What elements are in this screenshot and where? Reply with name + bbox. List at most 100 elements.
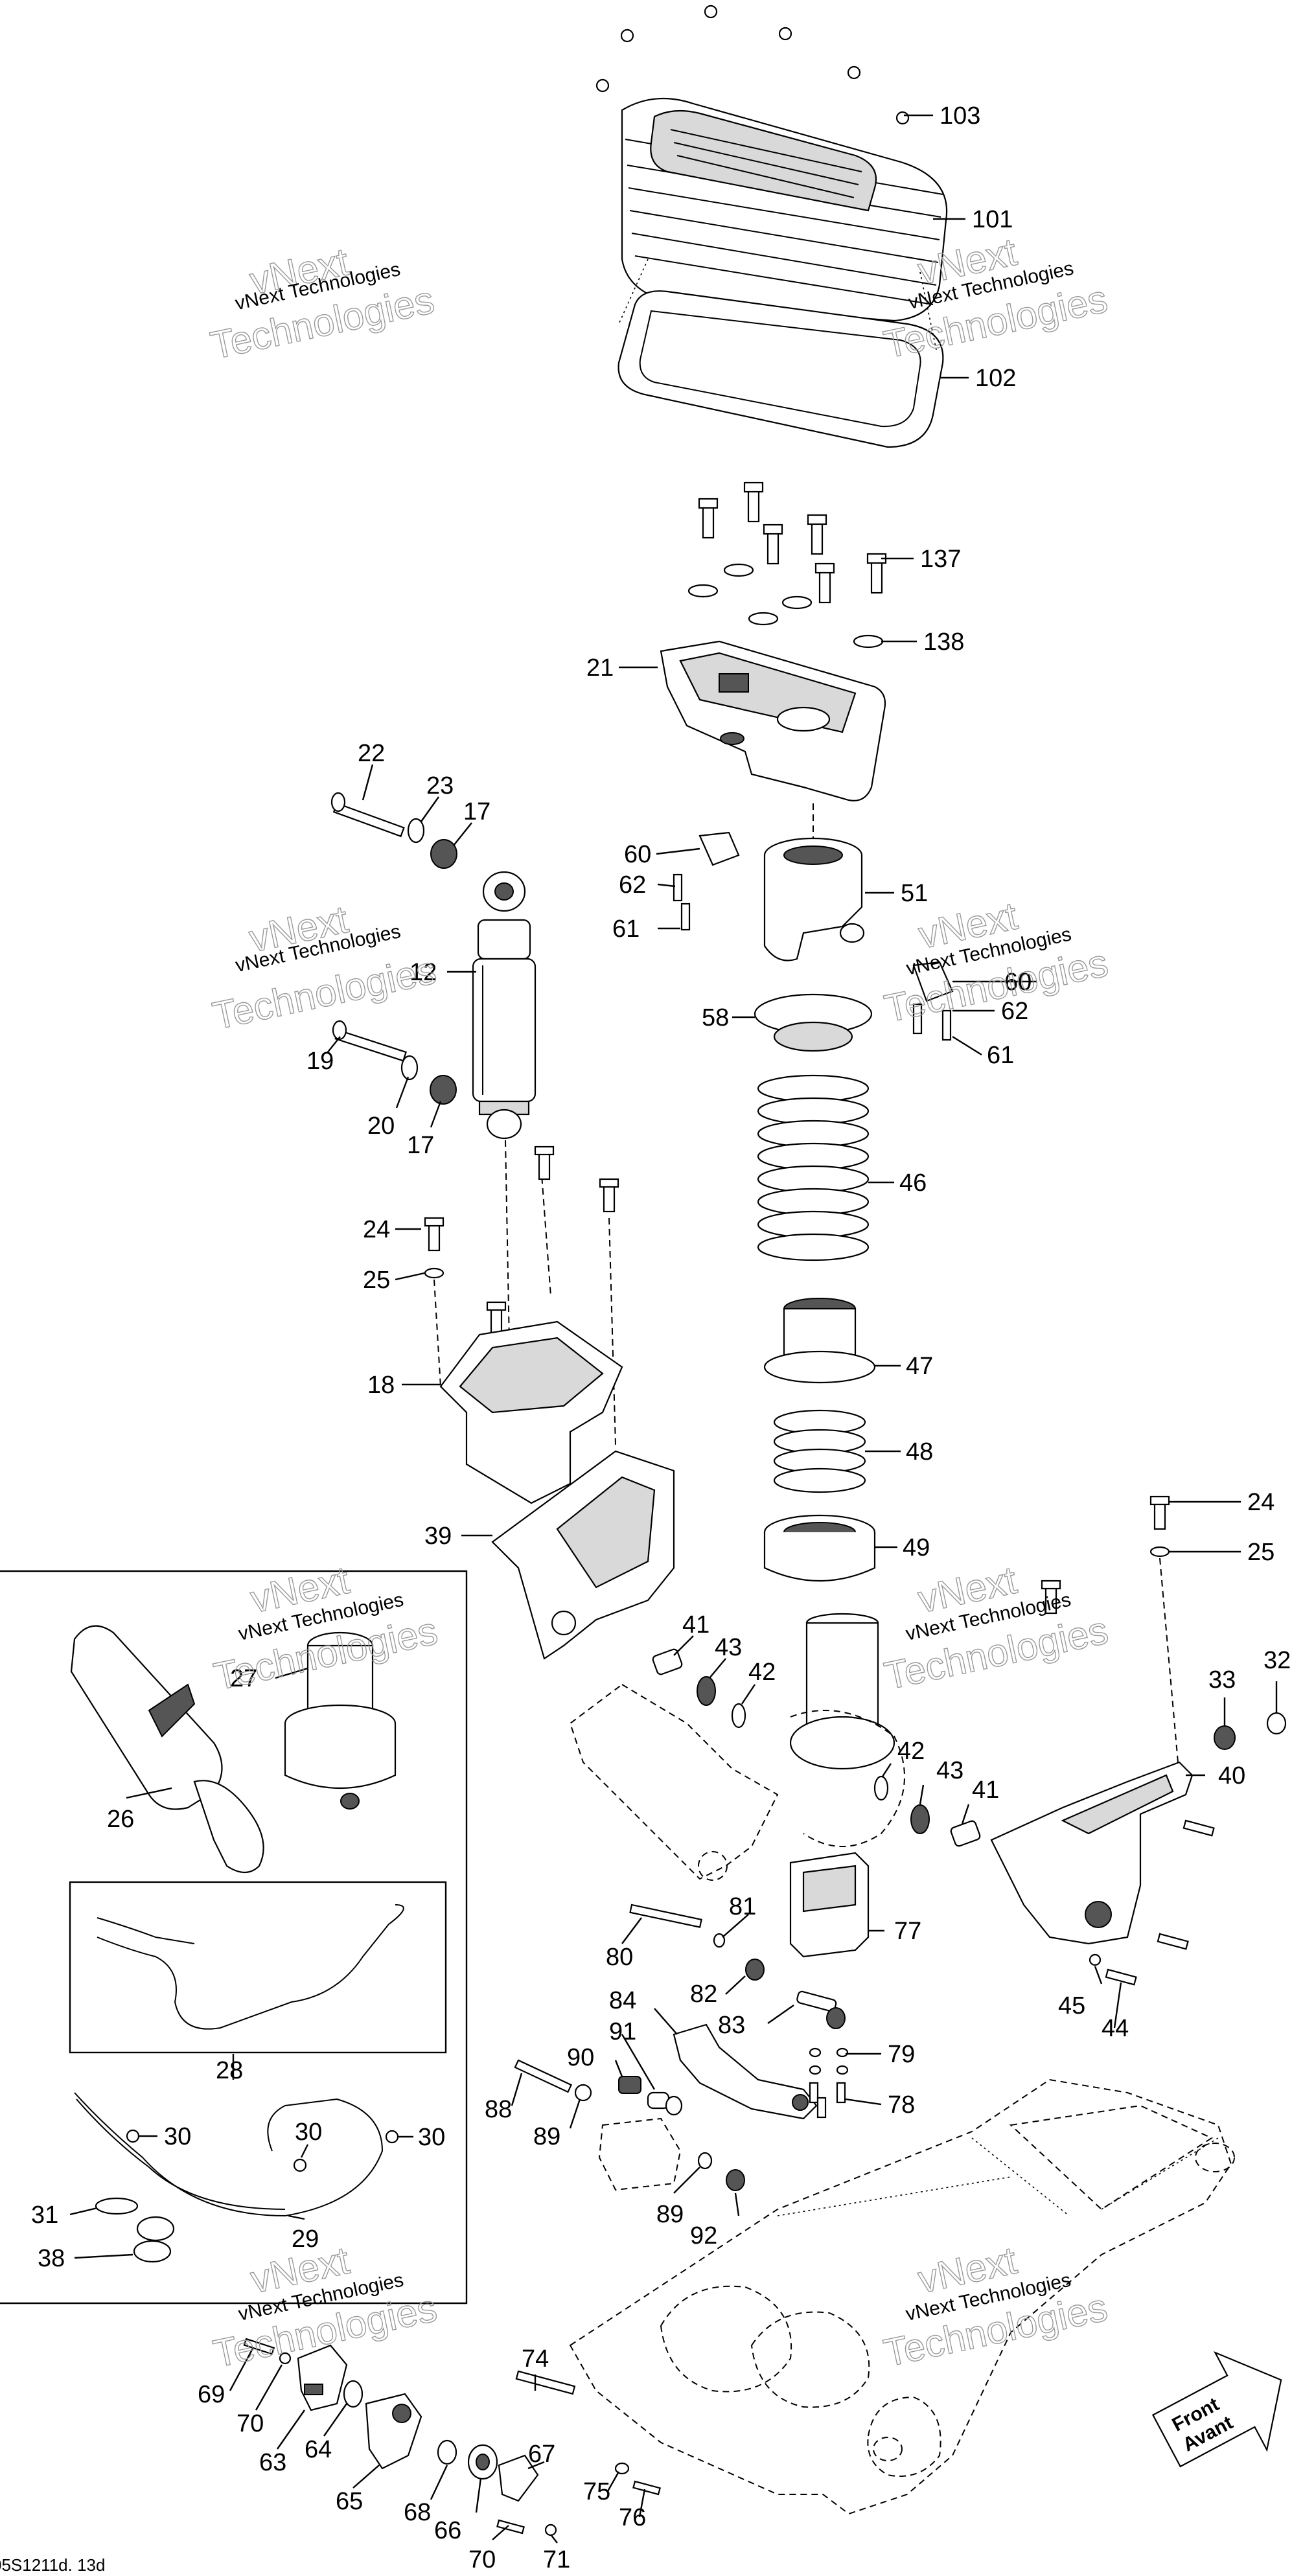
callout-18: 18	[367, 1372, 395, 1399]
callout-23: 23	[426, 772, 454, 799]
callout-30b: 30	[295, 2119, 322, 2146]
callout-25b: 25	[1247, 1539, 1275, 1566]
callout-62b: 62	[1001, 998, 1028, 1025]
callout-41a: 41	[682, 1611, 709, 1639]
callout-19: 19	[306, 1048, 334, 1075]
callout-45: 45	[1058, 1992, 1085, 2019]
bushing-part-17b	[430, 1075, 457, 1105]
callout-17a: 17	[463, 798, 490, 825]
callout-84: 84	[609, 1987, 636, 2014]
callout-89a: 89	[533, 2123, 560, 2150]
callout-20: 20	[367, 1112, 395, 1140]
nut-part-82	[745, 1959, 765, 1981]
callout-66: 66	[434, 2517, 461, 2544]
callout-70b: 70	[468, 2546, 496, 2573]
washer-part-23	[407, 818, 425, 844]
washer-part-89b	[697, 2152, 713, 2170]
watermark-5: vNext vNext Technologies Technologies	[210, 1558, 442, 1699]
washer-part-83b	[826, 2007, 846, 2029]
fitting-part-30b	[293, 2158, 307, 2172]
callout-79: 79	[888, 2041, 915, 2068]
callout-76: 76	[619, 2504, 646, 2531]
seat-part-58	[754, 993, 873, 1052]
bolts-24-25-left	[424, 1145, 619, 1336]
lever-part-67	[498, 2454, 539, 2502]
callout-24b: 24	[1247, 1489, 1275, 1516]
bolts-45-44	[1089, 1819, 1215, 1986]
callout-49: 49	[903, 1534, 930, 1561]
callout-51: 51	[901, 880, 928, 907]
sleeve-part-47	[763, 1298, 876, 1384]
knob-part-66	[467, 2444, 498, 2480]
damper-rod	[789, 1613, 895, 1770]
watermark-4: vNext vNext Technologies Technologies	[881, 893, 1113, 1031]
link-part-84	[673, 2023, 818, 2120]
callout-29: 29	[292, 2225, 319, 2253]
seat-part-49	[763, 1514, 876, 1582]
clamp-part-38	[133, 2240, 172, 2263]
callout-88: 88	[485, 2096, 512, 2123]
bolt-part-88	[514, 2059, 573, 2093]
callout-101: 101	[972, 206, 1013, 233]
adjuster-part-27	[284, 1631, 397, 1810]
arm-part-40	[990, 1761, 1194, 1945]
callout-17b: 17	[407, 1132, 434, 1159]
washer-part-43b	[910, 1804, 930, 1834]
washer-part-70	[279, 2352, 292, 2365]
callout-69: 69	[198, 2381, 225, 2408]
support-part-18	[439, 1320, 623, 1504]
watermark-3: vNext vNext Technologies Technologies	[209, 897, 441, 1038]
screw-part-70b	[496, 2519, 525, 2535]
callout-74: 74	[522, 2345, 549, 2373]
bolts-24-25-right	[1041, 1495, 1170, 1615]
callout-42a: 42	[748, 1659, 776, 1686]
cap-part-51	[763, 837, 865, 961]
nut-part-91b	[665, 2095, 683, 2116]
callout-62a: 62	[619, 871, 646, 899]
washer-part-75	[614, 2462, 630, 2475]
callout-81: 81	[729, 1893, 756, 1920]
callout-70a: 70	[236, 2410, 264, 2437]
block-part-77	[789, 1852, 870, 1958]
callout-61b: 61	[987, 1042, 1014, 1069]
callout-82: 82	[690, 1981, 717, 2008]
callout-30c: 30	[418, 2124, 445, 2151]
callout-60a: 60	[624, 841, 651, 868]
bracket-part-39	[491, 1450, 675, 1660]
washer-part-81	[713, 1933, 726, 1948]
callout-83: 83	[718, 2012, 745, 2039]
callout-75: 75	[583, 2478, 610, 2505]
callout-77: 77	[894, 1918, 921, 1945]
callout-12: 12	[410, 959, 437, 986]
callout-138: 138	[923, 628, 964, 656]
spring-part-48	[773, 1409, 866, 1493]
screw-part-69	[243, 2338, 275, 2355]
callout-41b: 41	[972, 1777, 999, 1804]
oring-part-68	[437, 2439, 457, 2465]
callout-80: 80	[606, 1944, 633, 1971]
fitting-part-30c	[385, 2130, 399, 2144]
cap-part-32	[1266, 1712, 1287, 1735]
callout-60b: 60	[1004, 969, 1032, 996]
front-arrow: Front Avant	[1151, 2351, 1282, 2468]
callout-24a: 24	[363, 1216, 390, 1243]
mount-part-60	[673, 831, 740, 931]
bolts-137	[698, 481, 887, 604]
callout-43b: 43	[936, 1757, 963, 1784]
drawing-reference: 05S1211d. 13d	[0, 2555, 105, 2575]
washer-part-42b	[873, 1775, 889, 1801]
housing-part-65	[365, 2393, 422, 2470]
callout-labels: 103 101 102 137 138 21 22 23 17 60 51 62…	[31, 102, 1291, 2573]
callout-67: 67	[528, 2441, 555, 2468]
screw-part-76	[632, 2480, 661, 2496]
washer-part-42	[731, 1703, 746, 1729]
bushing-part-41	[652, 1648, 683, 1675]
ring-part-64	[343, 2380, 363, 2408]
callout-48: 48	[906, 1438, 933, 1466]
callout-137: 137	[920, 546, 961, 573]
watermark-8: vNext vNext Technologies Technologies	[880, 2238, 1112, 2375]
callout-27: 27	[230, 1665, 257, 1692]
callout-42b: 42	[897, 1738, 925, 1765]
watermark-7: vNext vNext Technologies Technologies	[209, 2238, 441, 2376]
